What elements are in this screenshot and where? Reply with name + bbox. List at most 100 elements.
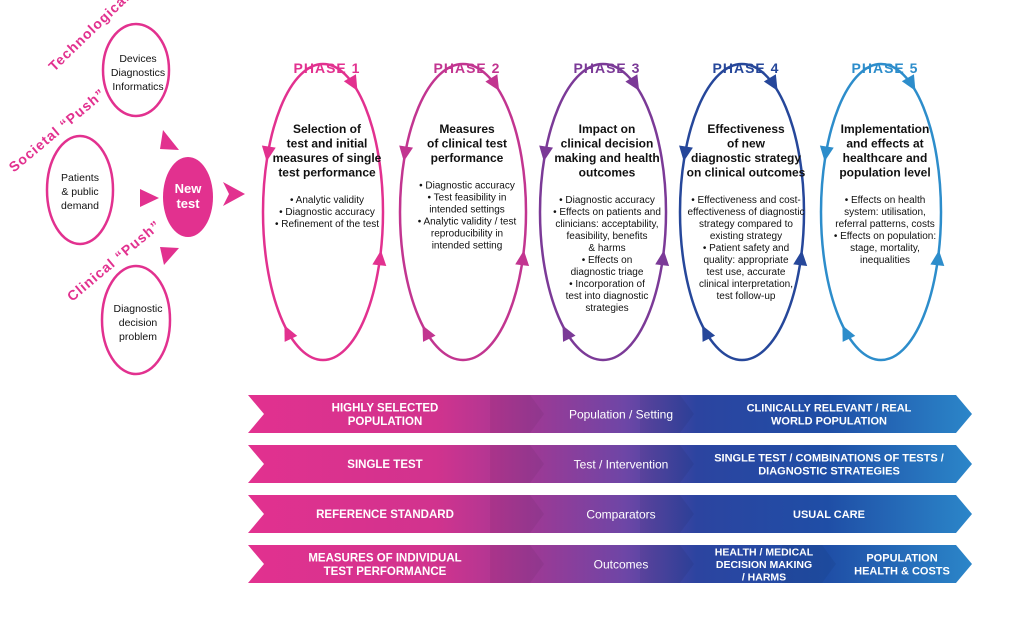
phase-4-title-line: diagnostic strategy [691,151,801,165]
phase-4-arrow-bottom-icon [702,325,716,342]
band-4-segment-shade [640,545,694,583]
phase-5-arrow-right-icon [930,250,945,266]
phase-2-arrow-right-icon [515,250,530,267]
phase-3-arrow-bottom-icon [562,325,576,342]
phase-4-bullet-line: strategy compared to [699,219,793,230]
band-4-right-a-text: HEALTH / MEDICAL [715,546,814,558]
new-test-line-2: test [176,196,200,211]
phase-1-arrow-bottom-icon [284,325,298,342]
phase-3-bullet-line: clinicians: acceptability, [555,219,658,230]
phase-4-arrow-left-icon [679,145,693,162]
phase-2-arrow-top-icon [485,74,500,91]
phase-5-label: PHASE 5 [852,60,919,76]
band-3-right-text: USUAL CARE [793,509,865,521]
new-test-node: New test [163,157,213,237]
band-1-left-text: HIGHLY SELECTED [332,402,439,414]
push-technological: Devices Diagnostics Informatics [101,22,171,118]
phase-3-title-line: Impact on [579,122,636,136]
band-2-right-text: DIAGNOSTIC STRATEGIES [758,465,900,477]
phase-5-arrow-bottom-icon [842,325,856,342]
phase-1-label: PHASE 1 [294,60,361,76]
phase-2-title-line: Measures [439,122,495,136]
phase-2-bullet-line: intended settings [429,205,505,216]
phase-3-loop [538,62,668,362]
band-1-middle-text: Population / Setting [569,407,673,421]
band-2-left-text: SINGLE TEST [347,459,422,471]
phase-4-bullet-line: effectiveness of diagnostic [687,207,804,218]
push-clinical-line-3: problem [119,331,157,343]
phase-2-title-line: performance [431,151,504,165]
phase-5-bullet-line: system: utilisation, [844,207,926,218]
phase-5-bullet-line: referral patterns, costs [835,219,934,230]
phase-4-bullet-line: • Patient safety and [703,243,789,254]
push-societal-line-2: & public [61,186,98,198]
phase-2-arrow-bottom-icon [422,325,436,342]
phase-4-arrow-top-icon [763,74,778,91]
band-2-arrow [248,445,972,483]
band-4-segment-shade [490,545,544,583]
phase-4-bullet-line: quality: appropriate [703,255,788,266]
band-2-segment-shade [490,445,544,483]
phase-3-arrow-top-icon [625,74,640,91]
band-3-middle-text: Comparators [586,507,655,521]
phase-3-bullet-line: • Diagnostic accuracy [559,195,655,206]
band-1-segment-shade [640,395,694,433]
band-1-arrow [248,395,972,433]
phase-5-bullet-line: inequalities [860,255,910,266]
band-3-left-text: REFERENCE STANDARD [316,509,454,521]
band-4-left-text: MEASURES OF INDIVIDUAL [308,552,461,564]
band-1-segment-shade [490,395,544,433]
push-societal-line-3: demand [61,200,99,212]
phase-1-bullet-line: • Analytic validity [290,195,364,206]
push-clinical-line-1: Diagnostic [113,303,162,315]
push-clinical: Diagnostic decision problem [100,264,172,376]
phase-3-title-line: making and health [554,151,659,165]
phase-5-loop [819,62,943,362]
band-3-arrow [248,495,972,533]
phase-5-title-line: healthcare and [843,151,928,165]
band-1: HIGHLY SELECTED POPULATION Population / Se… [248,395,972,433]
arrow-clinical-icon [160,247,179,265]
phase-4-label: PHASE 4 [713,60,780,76]
phase-1-arrow-left-icon [261,145,276,162]
arrow-to-phases-icon [223,182,245,206]
band-1-left-text: POPULATION [348,416,423,428]
phase-3-bullet-line: test into diagnostic [566,291,649,302]
push-societal-line-1: Patients [61,172,99,184]
band-2-segment-shade [640,445,694,483]
phase-3-bullet-line: • Effects on [582,255,633,266]
phase-4-title-line: Effectiveness [707,122,785,136]
bands-group: HIGHLY SELECTED POPULATION Population / Se… [248,395,972,583]
push-clinical-line-2: decision [119,317,158,329]
phase-1-bullet-line: • Refinement of the test [275,219,379,230]
phase-1-title-line: test and initial [287,137,368,151]
phase-5-title-line: Implementation [841,122,930,136]
phase-3-arrow-left-icon [539,145,554,162]
band-4-right-b-text: POPULATION [866,552,937,564]
phase-4-loop [678,62,806,362]
phase-2-label: PHASE 2 [434,60,501,76]
band-4-segment-shade [782,545,836,583]
band-4-right-a-text: / HARMS [742,571,786,583]
phase-5-arrow-left-icon [819,145,834,162]
phase-3-title-line: clinical decision [561,137,654,151]
phase-2-arrow-left-icon [399,145,414,162]
arrow-societal-icon [140,189,159,207]
push-societal: Patients & public demand [45,134,115,246]
phase-3-bullet-line: feasibility, benefits [567,231,648,242]
band-2-middle-text: Test / Intervention [574,457,669,471]
phase-2-bullet-line: • Analytic validity / test [418,217,517,228]
phase-2-loop [398,62,528,362]
phase-1-title-line: measures of single [273,151,382,165]
phase-5-title-line: and effects at [846,137,923,151]
phase-1-bullet-line: • Diagnostic accuracy [279,207,375,218]
phase-5-title-line: population level [839,166,930,180]
phase-3-label: PHASE 3 [574,60,641,76]
phase-2-bullet-line: intended setting [432,241,503,252]
